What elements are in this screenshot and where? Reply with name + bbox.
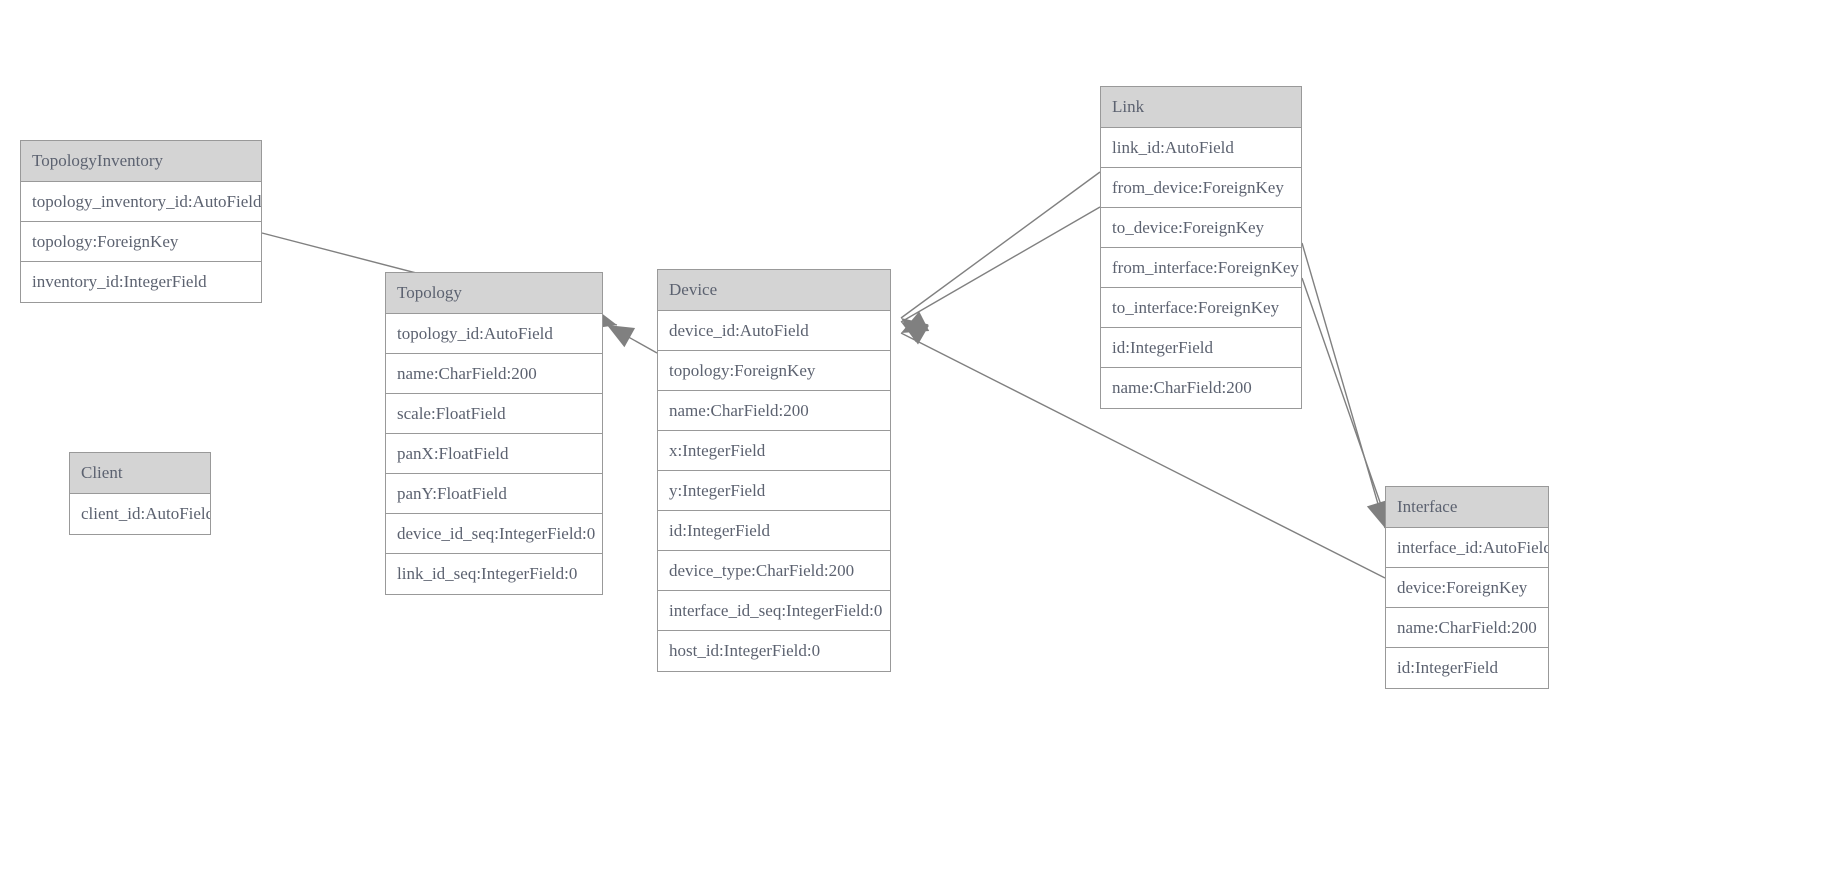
relationship-arrowhead [607, 325, 636, 348]
relationship-device-topology [606, 324, 658, 354]
entity-title-topologyinventory: TopologyInventory [21, 141, 261, 182]
relationship-line [1301, 277, 1390, 529]
entity-field-row: x:IntegerField [658, 431, 890, 471]
entity-field-row: name:CharField:200 [658, 391, 890, 431]
entity-field-row: scale:FloatField [386, 394, 602, 434]
relationship-line [900, 171, 1101, 319]
entity-field-row: device:ForeignKey [1386, 568, 1548, 608]
relationship-line [1301, 242, 1386, 529]
entity-field-row: device_id_seq:IntegerField:0 [386, 514, 602, 554]
relationship-arrowhead [901, 311, 930, 333]
entity-field-row: panX:FloatField [386, 434, 602, 474]
entity-field-row: device_id:AutoField [658, 311, 890, 351]
entity-field-row: interface_id:AutoField [1386, 528, 1548, 568]
entity-field-row: host_id:IntegerField:0 [669, 641, 821, 660]
entity-field-row: y:IntegerField [658, 471, 890, 511]
entity-field-row: to_interface:ForeignKey [1101, 288, 1301, 328]
entity-field-row: topology_inventory_id:AutoField [21, 182, 261, 222]
entity-field-row: link_id:AutoField [1101, 128, 1301, 168]
entity-title-interface: Interface [1386, 487, 1548, 528]
relationship-arrowhead [901, 322, 930, 345]
entity-field-row: name:CharField:200 [1386, 608, 1548, 648]
entity-field-row: id:IntegerField [658, 511, 890, 551]
entity-title-topology: Topology [386, 273, 602, 314]
relationship-arrowhead [901, 318, 929, 343]
entity-field-row: device_type:CharField:200 [658, 551, 890, 591]
relationship-link-to-device [900, 206, 1101, 345]
entity-field-row: client_id:AutoField [81, 504, 210, 523]
entity-field-row: to_device:ForeignKey [1101, 208, 1301, 248]
entity-field-row: interface_id_seq:IntegerField:0 [658, 591, 890, 631]
relationship-link-from-interface [1301, 242, 1388, 529]
entity-field-row: panY:FloatField [386, 474, 602, 514]
entity-box-client[interactable]: Client client_id:AutoField [69, 452, 211, 535]
entity-field-row: topology:ForeignKey [658, 351, 890, 391]
relationship-line [900, 206, 1101, 323]
entity-field-row: id:IntegerField [1101, 328, 1301, 368]
entity-field-row: name:CharField:200 [386, 354, 602, 394]
relationship-link-from-device [900, 171, 1101, 343]
relationship-line [606, 324, 658, 354]
entity-field-row: from_interface:ForeignKey [1101, 248, 1301, 288]
entity-field-row: inventory_id:IntegerField [32, 272, 207, 291]
entity-title-link: Link [1101, 87, 1301, 128]
entity-field-row: topology_id:AutoField [386, 314, 602, 354]
entity-title-device: Device [658, 270, 890, 311]
entity-field-row: id:IntegerField [1397, 658, 1499, 677]
entity-field-row: name:CharField:200 [1112, 378, 1252, 397]
entity-field-row: from_device:ForeignKey [1101, 168, 1301, 208]
entity-field-row: link_id_seq:IntegerField:0 [397, 564, 578, 583]
entity-title-client: Client [70, 453, 210, 494]
entity-field-row: topology:ForeignKey [21, 222, 261, 262]
